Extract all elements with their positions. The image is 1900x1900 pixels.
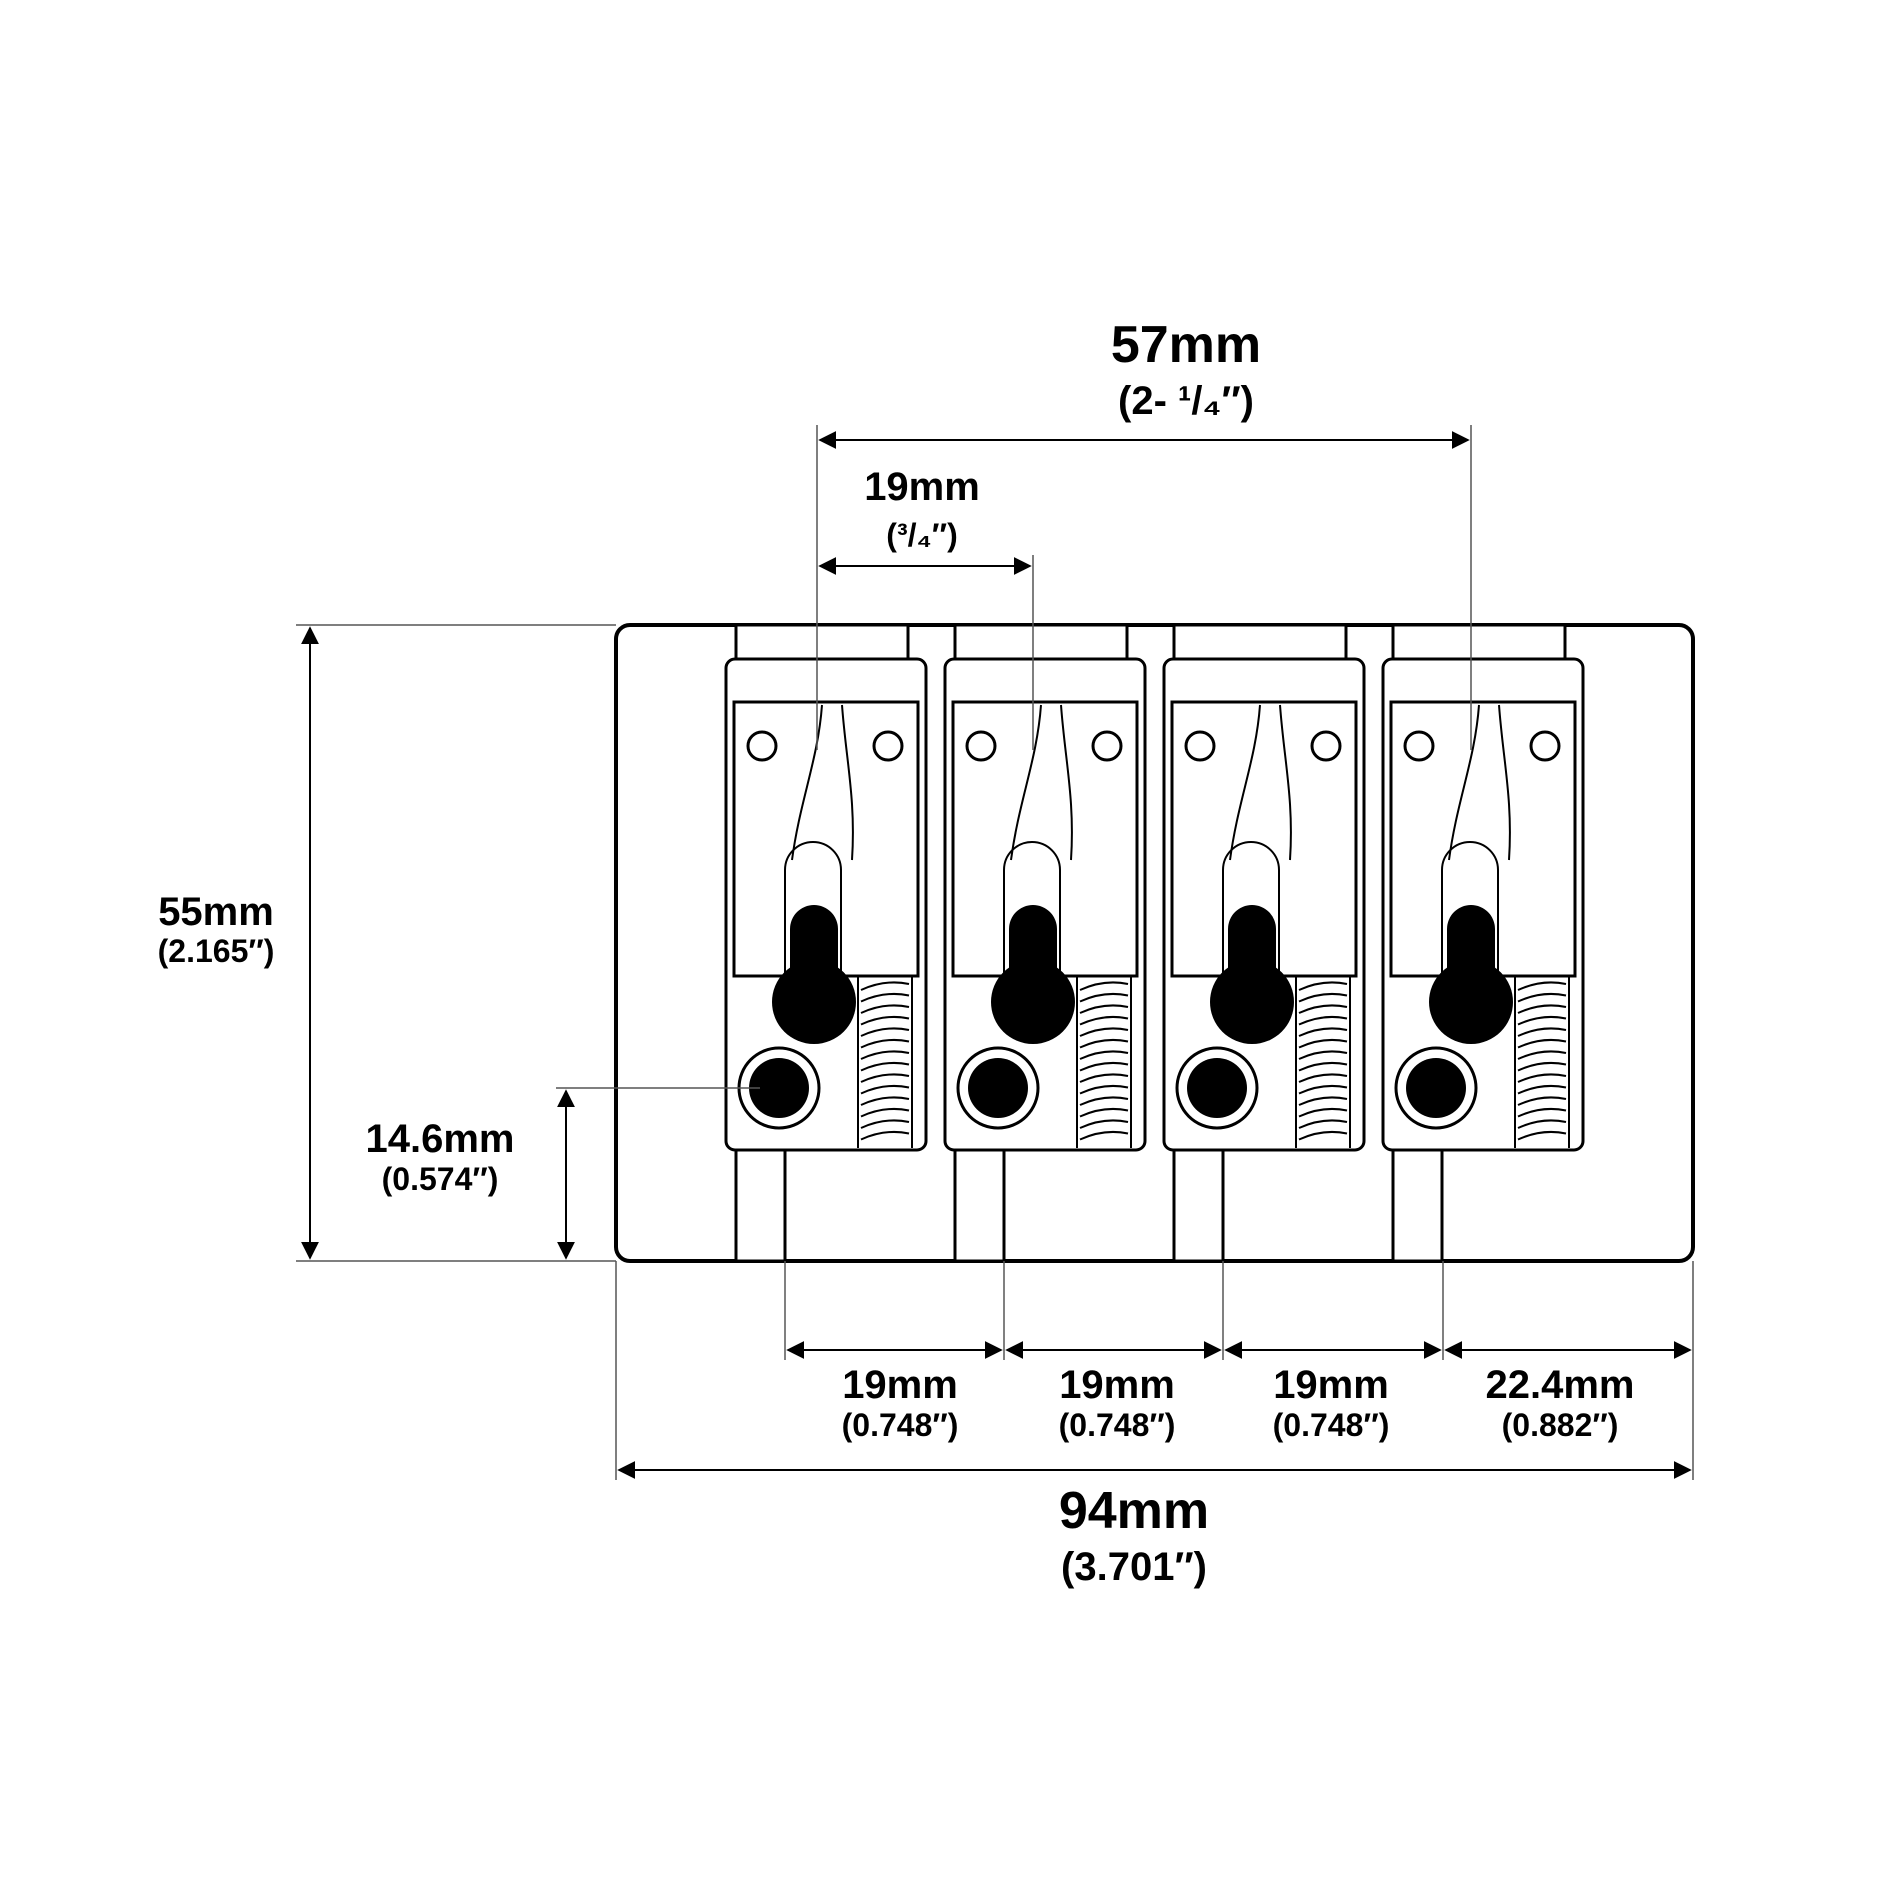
saddle-1 xyxy=(724,623,928,1263)
groove-line xyxy=(1060,704,1073,861)
groove-line xyxy=(1010,704,1042,861)
groove-line xyxy=(1448,704,1480,861)
mounting-hole xyxy=(746,730,778,762)
bottom-spacing-1-imperial-label: (0.748″) xyxy=(842,1407,959,1443)
mounting-hole xyxy=(872,730,904,762)
groove-line xyxy=(1498,704,1511,861)
top-slot xyxy=(1172,623,1348,661)
string-slot xyxy=(1003,841,1061,990)
string-slot xyxy=(784,841,842,990)
bottom-spacing-3-metric-label: 19mm xyxy=(1273,1363,1389,1407)
groove-line xyxy=(841,704,854,861)
intonation-spring xyxy=(1514,976,1570,1148)
saddle-2 xyxy=(943,623,1147,1263)
screw-offset-metric-label: 14.6mm xyxy=(366,1117,515,1161)
mounting-hole xyxy=(1184,730,1216,762)
height-metric-label: 55mm xyxy=(158,890,274,934)
bottom-spacing-3-imperial-label: (0.748″) xyxy=(1273,1407,1390,1443)
mounting-hole xyxy=(965,730,997,762)
bottom-spacing-2-metric-label: 19mm xyxy=(1059,1363,1175,1407)
string-slot xyxy=(1441,841,1499,990)
top-total-imperial-label: (2- ¹/₄″) xyxy=(1118,379,1254,423)
bottom-spacing-1-metric-label: 19mm xyxy=(842,1363,958,1407)
saddle-3 xyxy=(1162,623,1366,1263)
mounting-hole xyxy=(1310,730,1342,762)
bottom-spacing-4-imperial-label: (0.882″) xyxy=(1502,1407,1619,1443)
bottom-slot xyxy=(734,1148,787,1263)
mounting-hole xyxy=(1403,730,1435,762)
screw-offset-imperial-label: (0.574″) xyxy=(382,1161,499,1197)
height-screw xyxy=(968,1058,1028,1118)
keyhole-hole xyxy=(772,960,856,1044)
bottom-spacing-2-imperial-label: (0.748″) xyxy=(1059,1407,1176,1443)
top-slot xyxy=(734,623,910,661)
groove-line xyxy=(791,704,823,861)
mounting-hole xyxy=(1529,730,1561,762)
height-screw xyxy=(1187,1058,1247,1118)
keyhole-hole xyxy=(1210,960,1294,1044)
keyhole-hole xyxy=(1429,960,1513,1044)
saddle-4 xyxy=(1381,623,1585,1263)
intonation-spring xyxy=(1076,976,1132,1148)
top-slot xyxy=(953,623,1129,661)
top-spacing-metric-label: 19mm xyxy=(864,465,980,509)
width-metric-label: 94mm xyxy=(1059,1482,1209,1540)
intonation-spring xyxy=(857,976,913,1148)
height-screw xyxy=(1406,1058,1466,1118)
groove-line xyxy=(1279,704,1292,861)
bottom-spacing-4-metric-label: 22.4mm xyxy=(1486,1363,1635,1407)
bottom-slot xyxy=(953,1148,1006,1263)
bottom-slot xyxy=(1172,1148,1225,1263)
string-slot xyxy=(1222,841,1280,990)
height-screw xyxy=(749,1058,809,1118)
mounting-hole xyxy=(1091,730,1123,762)
top-spacing-imperial-label: (³/₄″) xyxy=(886,517,957,553)
bottom-slot xyxy=(1391,1148,1444,1263)
groove-line xyxy=(1229,704,1261,861)
width-imperial-label: (3.701″) xyxy=(1061,1545,1207,1589)
top-slot xyxy=(1391,623,1567,661)
top-total-metric-label: 57mm xyxy=(1111,316,1261,374)
saddles-group xyxy=(724,623,1585,1263)
height-imperial-label: (2.165″) xyxy=(158,933,275,969)
extension-lines xyxy=(296,425,1694,1480)
keyhole-hole xyxy=(991,960,1075,1044)
intonation-spring xyxy=(1295,976,1351,1148)
